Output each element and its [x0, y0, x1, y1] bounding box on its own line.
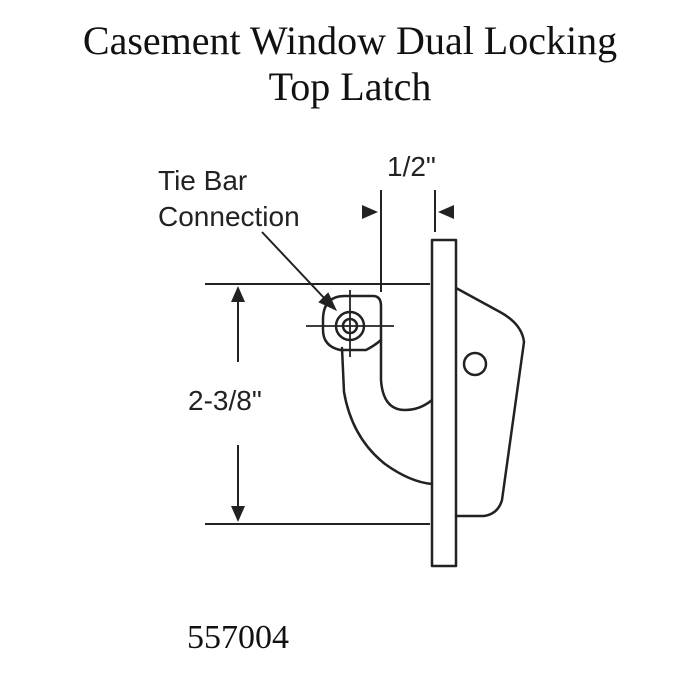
title-line-1: Casement Window Dual Locking: [82, 18, 618, 63]
latch-body: [454, 286, 526, 518]
height-arrow-down: [231, 506, 245, 522]
height-arrow-up: [231, 286, 245, 302]
width-arrow-left: [362, 205, 378, 219]
part-number: 557004: [187, 619, 289, 656]
mounting-hole: [462, 351, 488, 377]
callout-leader: [261, 231, 327, 301]
hook-arm: [379, 338, 434, 412]
height-dimension-label: 2-3/8": [188, 385, 262, 416]
callout-label-line-2: Connection: [158, 201, 300, 232]
hook-outer: [340, 346, 434, 486]
mounting-plate: [430, 238, 458, 568]
width-arrow-right: [438, 205, 454, 219]
callout-arrowhead: [318, 292, 338, 312]
callout-label-line-1: Tie Bar: [158, 165, 247, 196]
tie-bar-tab: [321, 294, 383, 352]
width-dimension-label: 1/2": [387, 151, 436, 182]
title-line-2: Top Latch: [268, 64, 432, 109]
